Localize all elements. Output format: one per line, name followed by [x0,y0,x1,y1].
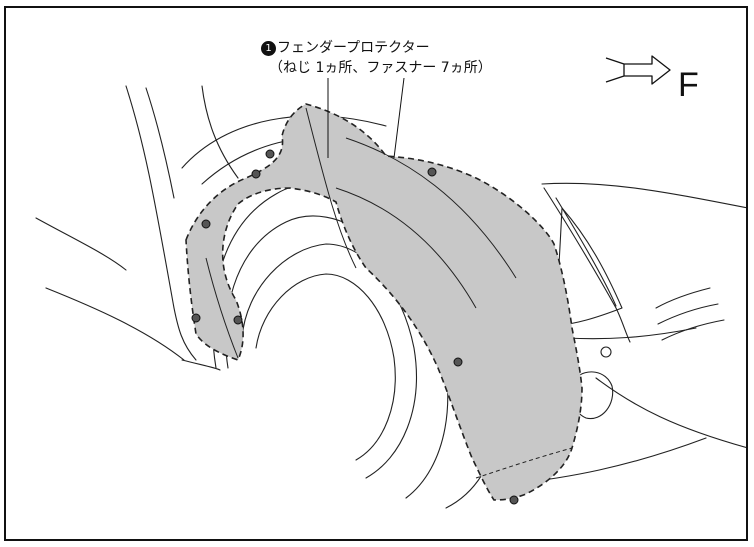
grille-line-3 [661,319,725,341]
callout-detail: （ねじ 1ヵ所、ファスナー 7ヵ所） [269,60,492,76]
bumper-clip [600,346,612,358]
fastener-6 [233,315,243,325]
fastener-3 [427,167,437,177]
screw-1 [509,495,519,505]
arch-outer-line [181,115,387,169]
fastener-4 [201,219,211,229]
callout-title: フェンダープロテクター [277,40,430,56]
callout-number-badge: 1 [261,41,276,56]
grille-line-2 [657,303,719,325]
protector-rib-2 [335,187,477,309]
door-lower-line [45,287,185,361]
bumper-top-line [541,182,746,209]
fastener-2 [251,169,261,179]
protector-lower-dash [475,447,573,479]
grille-line-1 [655,287,711,309]
front-direction-label: F [678,66,699,104]
fastener-5 [191,313,201,323]
fastener-7 [453,357,463,367]
vehicle-illustration [35,55,746,509]
rim-inner-line [255,273,396,461]
pillar-line [145,87,175,199]
bumper-edge-line [595,377,746,449]
fender-top-line [201,85,239,179]
fastener-1 [265,149,275,159]
front-arrow-icon [605,55,671,85]
door-crease-line [35,217,127,271]
protector-rib-1 [305,107,357,269]
leader-line-2 [393,77,405,159]
rocker-line [181,359,221,371]
bumper-lower-line [565,327,697,340]
front-door-outline [125,85,197,361]
protector-rib-4 [205,257,239,359]
protector-rib-3 [345,137,517,279]
fender-protector-highlight [185,103,583,501]
